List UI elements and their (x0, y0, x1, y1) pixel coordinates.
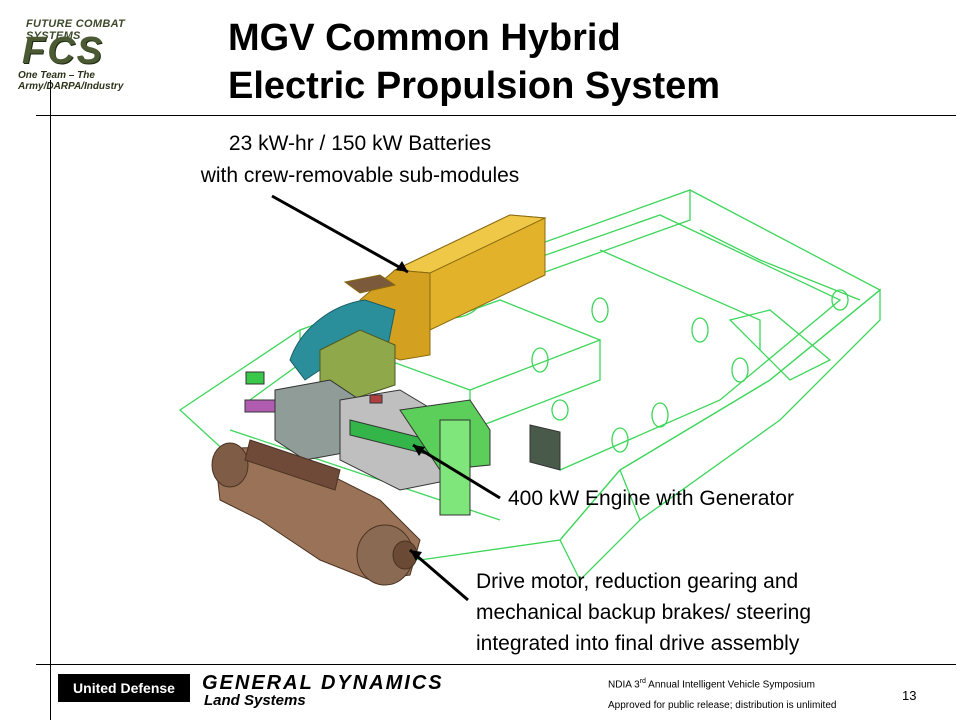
logo-tagline: One Team – The Army/DARPA/Industry (18, 70, 124, 92)
logo-line1: FUTURE COMBAT SYSTEMS (26, 18, 126, 42)
engine-leader-line (412, 443, 501, 500)
title-line2: Electric Propulsion System (228, 65, 721, 107)
battery-callout: 23 kW-hr / 150 kW Batteries with crew-re… (120, 128, 600, 192)
release-notice: Approved for public release; distributio… (608, 700, 837, 711)
drive-callout-line2: mechanical backup brakes/ steering (476, 601, 812, 624)
engine-generator (244, 371, 561, 516)
battery-callout-line2: with crew-removable sub-modules (200, 164, 520, 187)
left-divider (50, 80, 51, 720)
symposium-pre: NDIA 3 (608, 679, 640, 691)
drive-callout-line1: Drive motor, reduction gearing and (476, 570, 799, 593)
page-number: 13 (902, 688, 917, 703)
drive-leader-line (409, 548, 469, 602)
page-title: MGV Common Hybrid Electric Propulsion Sy… (228, 14, 720, 110)
symposium-sup: rd (639, 678, 646, 685)
drive-assembly (211, 439, 421, 586)
symposium-label: NDIA 3rd Annual Intelligent Vehicle Symp… (608, 678, 815, 690)
battery-leader-line (271, 194, 409, 274)
engine-callout: 400 kW Engine with Generator (508, 487, 794, 510)
header-divider (36, 115, 956, 116)
fcs-logo: FUTURE COMBAT SYSTEMS FCS One Team – The… (8, 14, 176, 92)
drive-callout: Drive motor, reduction gearing and mecha… (476, 566, 811, 659)
battery-callout-line1: 23 kW-hr / 150 kW Batteries (228, 132, 492, 155)
united-defense-logo: United Defense (58, 674, 190, 702)
title-line1: MGV Common Hybrid (228, 17, 621, 59)
footer-divider (36, 664, 956, 665)
drive-callout-line3: integrated into final drive assembly (476, 632, 800, 655)
general-dynamics-logo: GENERAL DYNAMICS (202, 672, 444, 694)
logo-mark: FCS (22, 30, 104, 72)
land-systems-label: Land Systems (204, 692, 306, 709)
symposium-post: Annual Intelligent Vehicle Symposium (645, 679, 815, 691)
